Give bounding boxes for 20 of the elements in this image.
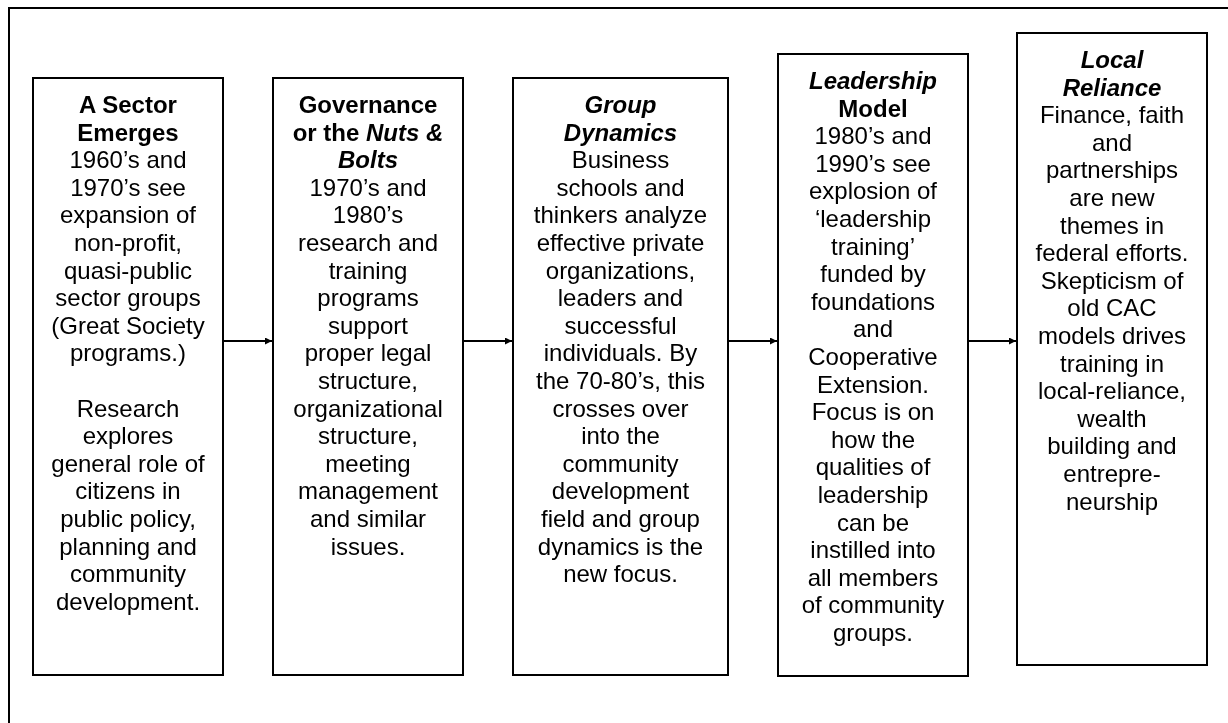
arrow <box>968 337 1017 345</box>
stage-description: Finance, faith and partnerships are new themes in federal efforts. Skepticism of old CAC models drives training in local-reliance, wealth building and entrepre- neurship <box>1034 101 1190 516</box>
stage-description: Business schools and thinkers analyze effective private organizations, leaders and successful individuals. By the 70-80’s, this crosses over into the community development field and group dynamics is the new focus. <box>532 146 709 588</box>
stage-heading: Leadership Model <box>807 67 938 123</box>
stage-heading: Local Reliance <box>1061 46 1163 102</box>
stage-box <box>272 77 464 676</box>
stage-box <box>512 77 729 676</box>
stage-heading: A Sector Emerges <box>76 91 180 147</box>
arrow <box>223 337 273 345</box>
stage-heading: Governance or the Nuts & Bolts <box>291 91 445 174</box>
stage-description: 1980’s and 1990’s see explosion of ‘leadership training’ funded by foundations and Cooperative Extension. Focus is on how the qualities of leadership can be instilled into all members of community groups. <box>800 122 946 647</box>
arrow <box>728 337 778 345</box>
stage-heading: Group Dynamics <box>562 91 679 147</box>
stage-description: 1970’s and 1980’s research and training programs support proper legal structure, organizational structure, meeting management and similar issues. <box>292 173 444 561</box>
stage-box <box>32 77 224 676</box>
stage-description: Research explores general role of citizens in public policy, planning and community development. <box>50 394 206 616</box>
stage-description: 1960’s and 1970’s see expansion of non-profit, quasi-public sector groups (Great Society programs.) <box>50 146 206 367</box>
arrow <box>463 337 513 345</box>
stage-box <box>777 53 969 677</box>
stage-box <box>1016 32 1208 666</box>
